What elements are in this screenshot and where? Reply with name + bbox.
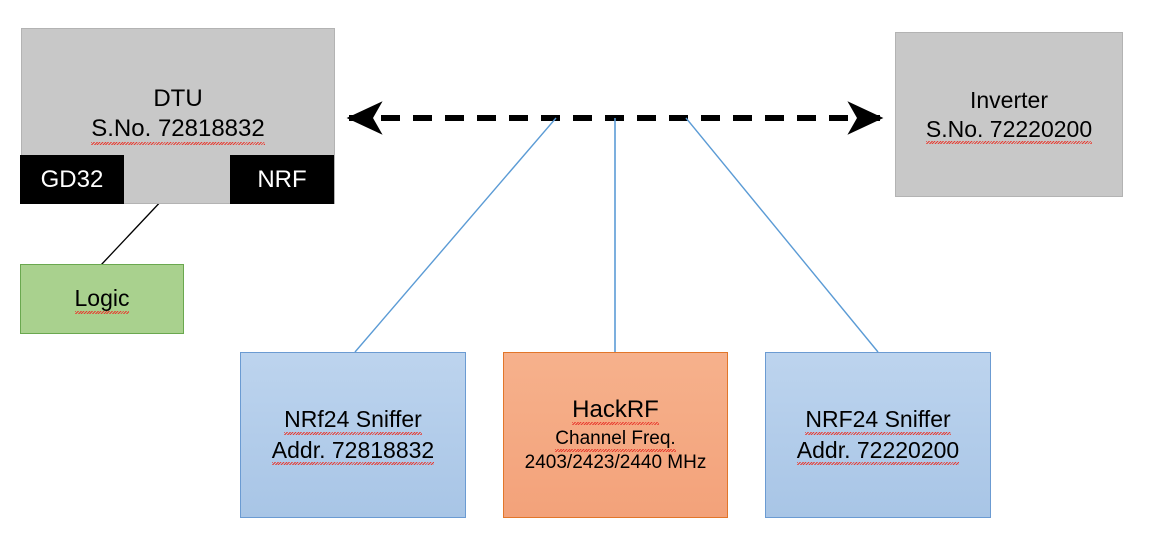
logic-label: Logic [74,285,130,314]
sniffer-left-tap [354,117,557,353]
sniffer-right-title-text: NRF24 Sniffer [805,406,951,435]
dtu-title: DTU [153,85,203,112]
node-sniffer-left[interactable]: NRf24 Sniffer Addr. 72818832 [240,352,466,518]
gd32-label: GD32 [40,165,104,193]
hackrf-subtitle-text: Channel Freq. [555,428,677,453]
inverter-title: Inverter [970,87,1048,113]
nrf-label: NRF [257,165,307,193]
sniffer-right-tap [685,117,879,353]
node-logic-analyzer[interactable]: Logic [20,264,184,334]
sniffer-left-title-text: NRf24 Sniffer [284,406,422,435]
node-nrf[interactable]: NRF [230,155,334,204]
sniffer-right-title: NRF24 Sniffer [805,406,951,435]
hackrf-title: HackRF [572,395,659,426]
dtu-serial: S.No. 72818832 [91,115,266,145]
sniffer-left-address: Addr. 72818832 [271,436,435,465]
sniffer-left-title: NRf24 Sniffer [284,406,422,435]
inverter-serial: S.No. 72220200 [925,116,1093,145]
inverter-serial-text: S.No. 72220200 [925,116,1093,145]
sniffer-right-address-text: Addr. 72220200 [796,436,960,465]
dtu-serial-text: S.No. 72818832 [91,115,266,145]
sniffer-left-address-text: Addr. 72818832 [271,436,435,465]
node-hackrf[interactable]: HackRF Channel Freq. 2403/2423/2440 MHz [503,352,728,518]
node-gd32[interactable]: GD32 [20,155,124,204]
node-inverter[interactable]: Inverter S.No. 72220200 [895,32,1123,197]
hackrf-frequencies: 2403/2423/2440 MHz [524,451,707,473]
hackrf-subtitle: Channel Freq. [555,428,677,453]
sniffer-right-address: Addr. 72220200 [796,436,960,465]
node-sniffer-right[interactable]: NRF24 Sniffer Addr. 72220200 [765,352,991,518]
hackrf-title-text: HackRF [572,395,659,426]
